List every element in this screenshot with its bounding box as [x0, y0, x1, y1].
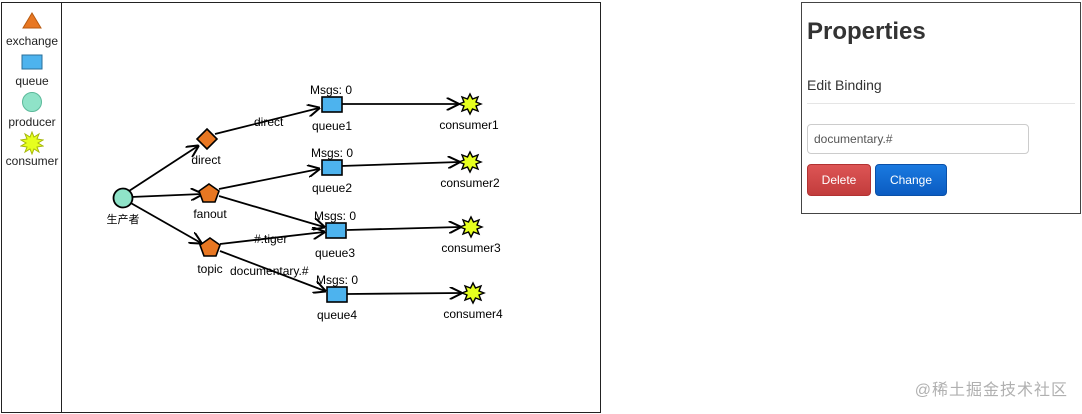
exchange-node-topic[interactable] [199, 237, 221, 257]
change-button[interactable]: Change [875, 164, 947, 196]
diagram-canvas[interactable]: 生产者 direct fanout topic direct #.tiger d… [61, 2, 601, 413]
producer-node[interactable] [112, 187, 134, 209]
edge-direct-queue1[interactable] [214, 108, 319, 135]
edge-fanout-queue2[interactable] [218, 169, 319, 190]
queue-label: queue4 [317, 308, 357, 322]
producer-label: 生产者 [107, 212, 140, 226]
queue-node-queue3[interactable] [325, 222, 347, 239]
rectangle-icon [21, 54, 43, 70]
queue-label: queue1 [312, 119, 352, 133]
palette-item-queue[interactable]: queue [2, 53, 62, 88]
exchange-label: topic [197, 262, 222, 276]
triangle-icon [22, 12, 42, 29]
graph-svg: 生产者 direct fanout topic direct #.tiger d… [107, 83, 504, 322]
consumer-label: consumer1 [439, 118, 499, 132]
edge-queue2-consumer2[interactable] [340, 162, 459, 166]
palette-label: queue [15, 74, 49, 88]
edge-queue4-consumer4[interactable] [346, 293, 461, 294]
queue-msgs: Msgs: 0 [316, 273, 358, 287]
edge-topic-queue4[interactable] [219, 250, 325, 291]
queue-msgs: Msgs: 0 [314, 209, 356, 223]
edge-producer-fanout[interactable] [130, 194, 202, 197]
edge-topic-queue3[interactable] [219, 232, 324, 245]
queue-node-queue4[interactable] [326, 286, 348, 303]
edge-fanout-queue3[interactable] [218, 195, 324, 227]
consumer-label: consumer2 [440, 176, 500, 190]
queue-msgs: Msgs: 0 [311, 146, 353, 160]
binding-label[interactable]: #.tiger [254, 232, 287, 246]
binding-label[interactable]: documentary.# [230, 264, 309, 278]
binding-key-input[interactable] [807, 124, 1029, 154]
starburst-icon [19, 130, 45, 156]
divider [807, 103, 1075, 104]
queue-node-queue1[interactable] [321, 96, 343, 113]
shape-palette: exchange queue producer consumer [1, 2, 63, 413]
exchange-node-direct[interactable] [195, 127, 219, 151]
exchange-node-fanout[interactable] [198, 183, 220, 203]
palette-item-consumer[interactable]: consumer [2, 130, 62, 168]
queue-node-queue2[interactable] [321, 159, 343, 176]
consumer-node-consumer1[interactable] [457, 92, 483, 116]
watermark: @稀土掘金技术社区 [914, 382, 1068, 399]
consumer-node-consumer4[interactable] [460, 281, 486, 305]
properties-panel: Properties Edit Binding Delete Change [801, 2, 1081, 214]
edit-binding-heading: Edit Binding [807, 77, 882, 93]
palette-label: producer [8, 115, 56, 129]
exchange-label: fanout [193, 207, 227, 221]
exchange-label: direct [191, 153, 221, 167]
palette-label: consumer [5, 154, 59, 168]
consumer-label: consumer4 [443, 307, 503, 321]
edge-queue3-consumer3[interactable] [346, 227, 460, 230]
circle-icon [22, 92, 42, 112]
palette-item-producer[interactable]: producer [2, 91, 62, 129]
consumer-node-consumer2[interactable] [457, 150, 483, 174]
palette-item-exchange[interactable]: exchange [2, 11, 62, 48]
edge-producer-direct[interactable] [128, 146, 198, 192]
binding-label[interactable]: direct [254, 115, 284, 129]
edge-producer-topic[interactable] [128, 201, 201, 243]
properties-title: Properties [807, 18, 926, 45]
delete-button[interactable]: Delete [807, 164, 871, 196]
palette-label: exchange [5, 34, 59, 48]
queue-msgs: Msgs: 0 [310, 83, 352, 97]
consumer-label: consumer3 [441, 241, 501, 255]
consumer-node-consumer3[interactable] [458, 215, 484, 239]
queue-label: queue2 [312, 181, 352, 195]
queue-label: queue3 [315, 246, 355, 260]
